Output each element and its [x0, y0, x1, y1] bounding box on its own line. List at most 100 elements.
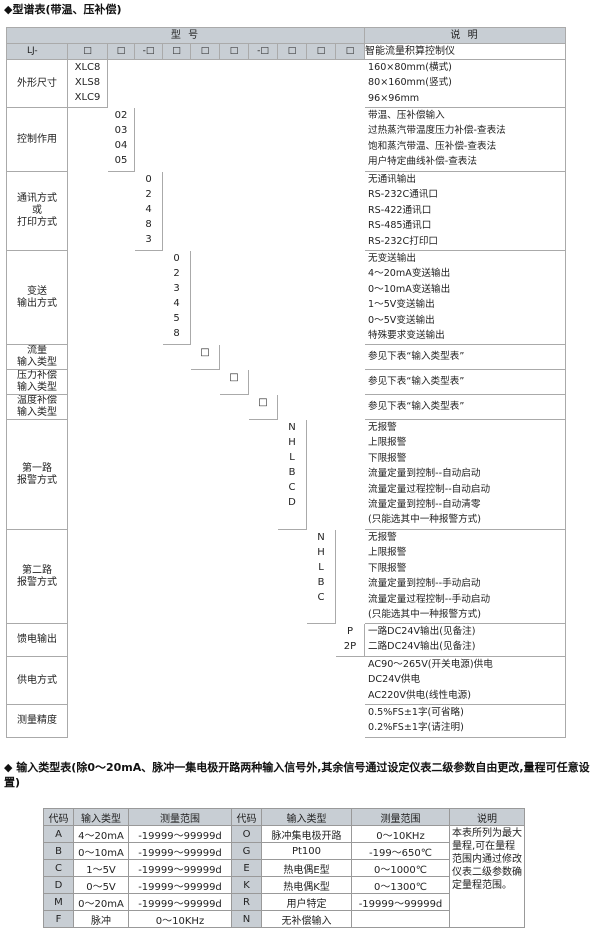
code-cell	[134, 344, 163, 370]
input-header-cell: 输入类型	[73, 808, 129, 826]
input-header-cell: 测量范围	[128, 808, 232, 826]
desc-line: 过热蒸汽带温度压力补偿-查表法	[368, 125, 506, 137]
row-description: 带温、压补偿输入过热蒸汽带温度压力补偿-查表法饱和蒸汽带温、压补偿-查表法用户特…	[364, 107, 566, 172]
code-cell	[335, 656, 365, 705]
code-cell	[162, 394, 191, 420]
row-description: 160×80mm(横式)80×160mm(竖式)96×96mm	[364, 59, 566, 108]
code-cell	[335, 704, 365, 738]
code-cell	[306, 656, 336, 705]
desc-line: 流量定量过程控制--手动启动	[368, 593, 491, 605]
code-cell	[277, 250, 307, 345]
code-cell: F	[43, 910, 74, 928]
row-label-line: 流量	[27, 345, 47, 357]
spec-row: 压力补偿输入类型□参见下表“输入类型表”	[6, 369, 566, 395]
row-description: 参见下表“输入类型表”	[364, 394, 566, 420]
desc-line: 无通讯输出	[368, 174, 416, 185]
input-type-title: ◆ 输入类型表(除0～20mA、脉冲一集电极开路两种输入信号外,其余信号通过设定…	[4, 761, 590, 789]
desc-line: 带温、压补偿输入	[368, 110, 445, 121]
code-cell	[335, 59, 365, 108]
code-value: 0	[173, 253, 180, 264]
code-value: L	[318, 562, 324, 573]
code-cell	[162, 656, 191, 705]
row-label: 第二路报警方式	[6, 529, 68, 624]
code-value: 8	[145, 219, 152, 230]
desc-line: AC220V供电(线性电源)	[368, 689, 472, 701]
desc-line: 用户特定曲线补偿-查表法	[368, 156, 477, 168]
code-cell	[306, 344, 336, 370]
code-cell	[67, 171, 108, 251]
code-cell	[335, 107, 365, 172]
code-cell	[190, 369, 220, 395]
code-cell	[219, 107, 249, 172]
input-cell: 用户特定	[261, 893, 352, 911]
code-slot-8: □	[306, 43, 336, 60]
code-cell: □	[219, 369, 249, 395]
code-value: P	[346, 626, 354, 637]
row-description: 一路DC24V输出(见备注)二路DC24V输出(见备注)	[364, 623, 566, 657]
desc-line: 流量定量过程控制--自动启动	[368, 483, 491, 495]
code-cell	[162, 704, 191, 738]
input-header-cell: 测量范围	[351, 808, 450, 826]
input-header-cell: 代码	[231, 808, 262, 826]
desc-line: 流量定量到控制--手动启动	[368, 578, 481, 590]
code-cell	[190, 59, 220, 108]
code-cell	[306, 59, 336, 108]
input-cell: 0～10KHz	[351, 825, 450, 843]
row-label-line: 压力补偿	[17, 370, 57, 382]
code-value: B	[317, 577, 325, 588]
input-cell: 热电偶E型	[261, 859, 352, 877]
code-slot-4: □	[190, 43, 220, 60]
row-label: 外形尺寸	[6, 59, 68, 108]
input-cell: -19999～99999d	[351, 893, 450, 911]
code-cell	[134, 369, 163, 395]
code-cell	[219, 59, 249, 108]
code-cell	[306, 250, 336, 345]
code-cell: □	[190, 344, 220, 370]
code-cell	[190, 529, 220, 624]
code-cell	[162, 107, 191, 172]
desc-line: 饱和蒸汽带温、压补偿-查表法	[368, 140, 497, 152]
code-cell	[67, 419, 108, 530]
code-cell	[67, 656, 108, 705]
code-value: 3	[145, 234, 152, 245]
row-label-line: 输入类型	[17, 382, 57, 393]
input-cell: 1～5V	[73, 859, 129, 877]
code-value: 05	[114, 155, 128, 166]
code-slot-9: □	[335, 43, 365, 60]
desc-line: (只能选其中一种报警方式)	[368, 514, 482, 526]
code-value: □	[258, 397, 268, 408]
desc-line: RS-422通讯口	[368, 204, 432, 216]
code-cell	[219, 529, 249, 624]
code-cell: M	[43, 893, 74, 911]
subheader-row: LJ-□□-□□□□-□□□□智能流量积算控制仪	[6, 43, 566, 60]
code-cell	[134, 704, 163, 738]
code-cell	[134, 623, 163, 657]
code-cell	[162, 59, 191, 108]
product-name: 智能流量积算控制仪	[364, 43, 566, 60]
code-cell	[248, 529, 278, 624]
row-label-line: 输入类型	[17, 407, 57, 418]
code-cell	[248, 623, 278, 657]
code-cell	[219, 623, 249, 657]
code-value: 0	[145, 174, 152, 185]
code-cell	[107, 656, 135, 705]
row-label: 馈电输出	[6, 623, 68, 657]
code-cell: E	[231, 859, 262, 877]
code-cell	[277, 394, 307, 420]
input-cell: 脉冲集电极开路	[261, 825, 352, 843]
desc-line: 0.5%FS±1字(可省略)	[368, 707, 464, 718]
input-cell: -19999～99999d	[128, 859, 232, 877]
code-cell	[277, 623, 307, 657]
input-cell: Pt100	[261, 842, 352, 860]
code-cell	[107, 394, 135, 420]
code-cell: □	[248, 394, 278, 420]
code-cell	[277, 107, 307, 172]
code-value: 2P	[343, 641, 357, 652]
row-label: 测量精度	[6, 704, 68, 738]
row-label: 流量输入类型	[6, 344, 68, 370]
